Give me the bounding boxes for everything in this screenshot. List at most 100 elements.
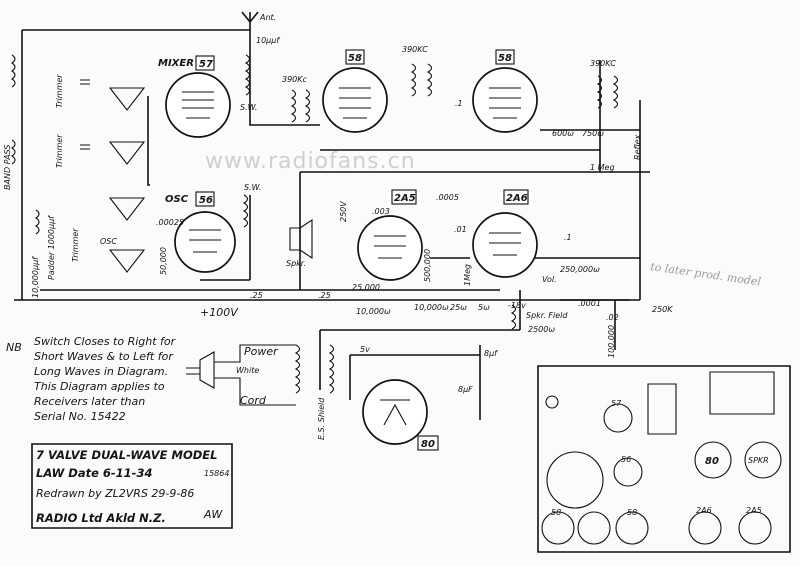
c-1: .1 (455, 99, 463, 108)
v5: 5v (360, 345, 370, 354)
tube-if1-58: 58 (322, 49, 388, 133)
sw-label-1: S.W. (240, 103, 257, 112)
note-line-5: Receivers later than (34, 395, 145, 408)
watermark: www.radiofans.cn (205, 149, 416, 174)
vol: Vol. (542, 275, 557, 284)
rect-type: 80 (421, 439, 435, 450)
title-line-2: LAW Date 6-11-34 (36, 466, 152, 480)
r-25000: 25,000 (352, 283, 380, 292)
tube-out-2a6: 2A6 (472, 189, 538, 278)
trimmer-3: Trimmer (71, 228, 80, 262)
if-freq-3: 390KC (590, 59, 616, 68)
padder: Padder 1000μμf (47, 215, 56, 280)
r-600: 600ω (552, 129, 574, 138)
c-00025: .00025 (156, 218, 184, 227)
mixer-type: 57 (199, 59, 213, 70)
c-01: .01 (454, 225, 467, 234)
osc-coil-label: OSC (100, 237, 117, 246)
title-code: 15864 (204, 469, 229, 478)
chassis-socket-8: 2A5 (746, 506, 762, 515)
chassis-socket-6: 58 (627, 508, 637, 517)
sw-coils: S.W. S.W. (240, 54, 261, 228)
osc-label: OSC (165, 194, 189, 205)
power-cord: Cord (240, 394, 267, 407)
note-prefix: NB (6, 341, 22, 354)
r-10000a: 10,000ω (356, 307, 391, 316)
tube-osc-56: OSC 56 OSC .00025 50,000 10,000μμf Padde… (31, 191, 236, 298)
c-8b: 8μF (458, 385, 473, 394)
pencil-note: to later prod. model (650, 260, 763, 288)
r-5w: 5ω (478, 303, 490, 312)
antenna-label: Ant. (259, 13, 276, 22)
switch-note: NB Switch Closes to Right for Short Wave… (6, 335, 177, 423)
c-003: .003 (372, 207, 390, 216)
if2-type: 58 (498, 53, 512, 64)
if-freq-1: 390Kc (282, 75, 308, 84)
audio-components: 250V .003 .0005 .01 500,000 1Meg .1 250,… (200, 193, 673, 358)
power-wire: White (236, 366, 259, 375)
reflex: Reflex (633, 134, 642, 160)
c-25b: .25 (318, 291, 331, 300)
tube-det-2a5: 2A5 (357, 189, 423, 281)
spkr-label: Spkr. (286, 259, 306, 268)
if1-type: 58 (348, 53, 362, 64)
if-freq-2: 390KC (402, 45, 428, 54)
r-1meg2: 1Meg (463, 264, 472, 286)
note-line-2: Short Waves & to Left for (34, 350, 174, 363)
note-line-3: Long Waves in Diagram. (34, 365, 168, 378)
osc-type: 56 (199, 195, 213, 206)
antenna: Ant. 10μμf (241, 11, 280, 45)
title-block: 7 VALVE DUAL-WAVE MODEL LAW Date 6-11-34… (31, 443, 233, 529)
note-line-1: Switch Closes to Right for (34, 335, 177, 348)
r-750: 750ω (582, 129, 604, 138)
c-1b: .1 (564, 233, 572, 242)
title-line-4: RADIO Ltd Akld N.Z. (36, 511, 166, 525)
trimmer-2: Trimmer (55, 134, 64, 168)
r-100000: 100,000 (607, 325, 616, 358)
title-initials: AW (203, 508, 223, 521)
field-title: Spkr. Field (526, 311, 568, 320)
gang-capacitors (80, 79, 146, 273)
c-0005: .0005 (436, 193, 459, 202)
tube-mixer-57: MIXER 57 (158, 55, 231, 138)
es-shield: E.S. Shield (317, 397, 326, 440)
title-line-1: 7 VALVE DUAL-WAVE MODEL (36, 448, 217, 462)
c-0001: .0001 (578, 299, 601, 308)
v250: 250V (339, 201, 348, 222)
tube-if2-58: 58 (472, 49, 538, 133)
chassis-socket-2: 56 (621, 455, 631, 464)
chassis-socket-5: 58 (551, 508, 561, 517)
v-neg18: -18v (508, 301, 526, 310)
r-250k: 250K (652, 305, 673, 314)
chassis-socket-4: SPKR (748, 456, 769, 465)
c-02: .02 (606, 313, 619, 322)
r-1meg: 1 Meg (590, 163, 615, 172)
field-r: 2500ω (528, 325, 555, 334)
band-pass-coils: BAND PASS Trimmer Trimmer Trimmer (3, 54, 80, 262)
if-components: .1 600ω 750ω 1 Meg Reflex (455, 99, 642, 172)
sw-label-2: S.W. (244, 183, 261, 192)
antenna-coupling: 10μμf (256, 36, 280, 45)
chassis-socket-3: 80 (705, 456, 719, 467)
r-10000b: 10,000ω (414, 303, 449, 312)
out-type: 2A6 (506, 193, 528, 204)
if-transformers: 390Kc 390KC 390KC (282, 45, 619, 123)
band-pass-label: BAND PASS (3, 145, 12, 190)
r-50000: 50,000 (159, 247, 168, 275)
r-250000: 250,000ω (560, 265, 600, 274)
chassis-socket-7: 2A6 (696, 506, 712, 515)
power-supply: 80 5v 8μf 8μF Spkr. Field 2500ω E.S. Shi… (186, 304, 568, 451)
note-line-4: This Diagram applies to (34, 380, 165, 393)
r-500000: 500,000 (423, 249, 432, 282)
v100: +100V (200, 306, 239, 319)
trimmer-1: Trimmer (55, 74, 64, 108)
c-8a: 8μf (484, 349, 498, 358)
title-line-3: Redrawn by ZL2VRS 29-9-86 (36, 487, 194, 500)
mixer-label: MIXER (158, 58, 194, 69)
det-type: 2A5 (394, 193, 416, 204)
chassis-socket-1: 57 (611, 399, 622, 408)
power-title: Power (244, 345, 279, 358)
wiring (14, 29, 650, 420)
